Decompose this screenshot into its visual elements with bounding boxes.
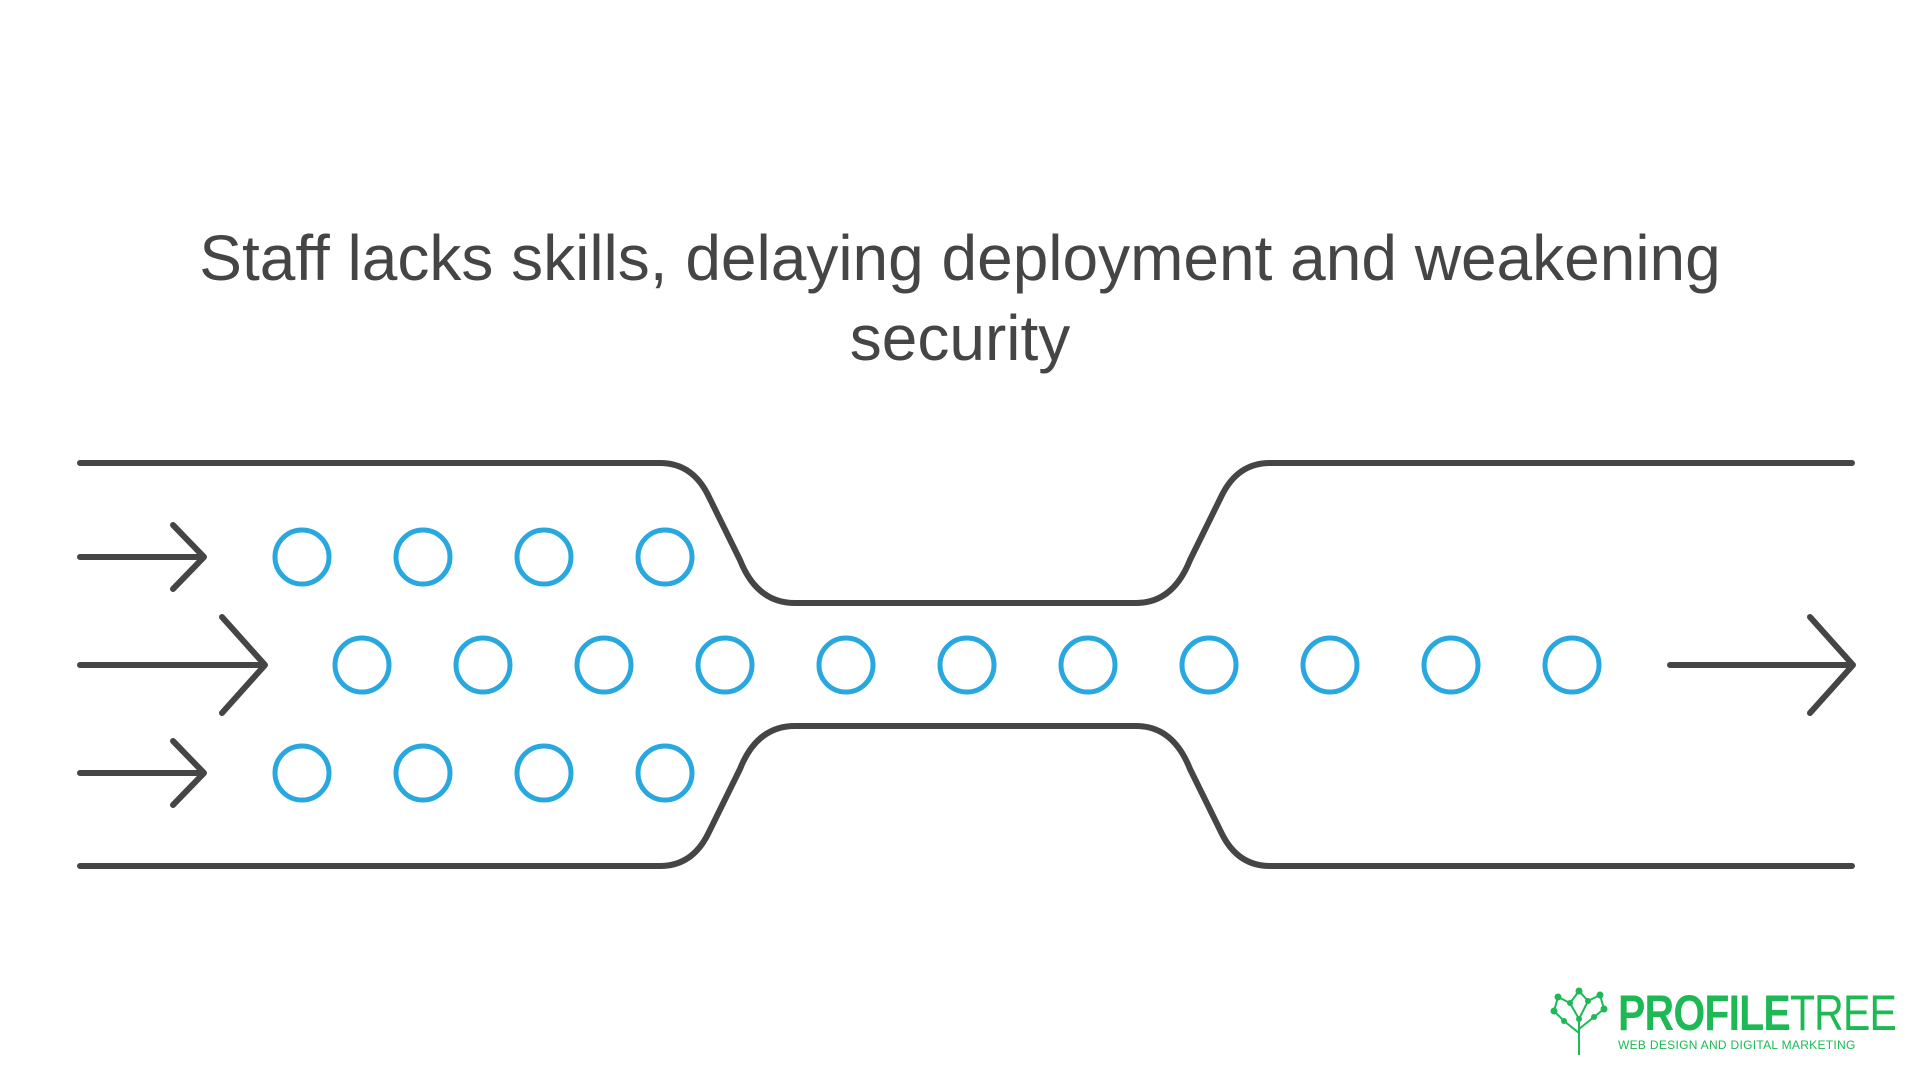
logo-wordmark: PROFILETREE [1618,985,1897,1041]
flow-arrows [77,522,1856,808]
flow-item-circle [1300,635,1360,695]
flow-item-circle [635,527,695,587]
arrow-in-top [77,522,207,592]
flow-item-circle [574,635,634,695]
title-line-1: Staff lacks skills, delaying deployment … [199,222,1721,294]
logo-tagline: WEB DESIGN AND DIGITAL MARKETING [1618,1038,1856,1052]
arrow-in-middle [77,614,268,716]
pipe-wall-top [77,460,1855,606]
flow-item-circle [1542,635,1602,695]
flow-item-circle [393,743,453,803]
flow-item-circle [1179,635,1239,695]
flow-item-circle [272,527,332,587]
pipe-walls [77,460,1855,869]
logo-name-bold: PROFILE [1618,985,1791,1041]
flow-item-circle [937,635,997,695]
tree-logo-icon [1550,987,1608,1055]
flow-item-circle [514,743,574,803]
flow-item-circle [1421,635,1481,695]
diagram-title: Staff lacks skills, delaying deployment … [0,218,1920,378]
flow-item-circle [332,635,392,695]
flow-item-circle [816,635,876,695]
flow-item-circle [635,743,695,803]
logo-name-light: TREE [1789,985,1897,1041]
flow-items [272,527,1602,803]
arrow-in-bottom [77,738,207,808]
title-line-2: security [849,302,1071,374]
profiletree-logo: PROFILETREE WEB DESIGN AND DIGITAL MARKE… [1548,985,1897,1057]
flow-item-circle [514,527,574,587]
flow-item-circle [393,527,453,587]
flow-item-circle [1058,635,1118,695]
flow-item-circle [695,635,755,695]
arrow-out [1667,614,1856,716]
flow-item-circle [272,743,332,803]
flow-item-circle [453,635,513,695]
pipe-wall-bottom [77,723,1855,869]
